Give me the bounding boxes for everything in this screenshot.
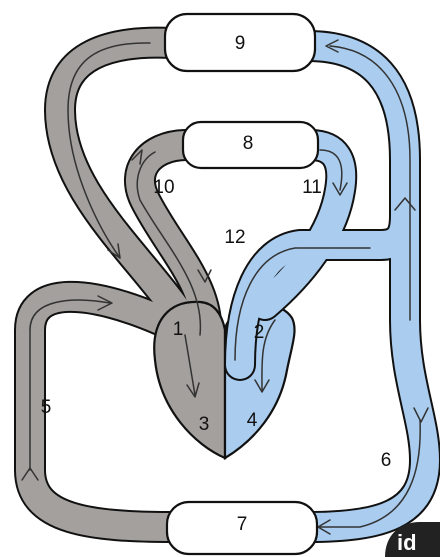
svg-text:id: id (397, 530, 417, 555)
label-1: 1 (173, 319, 184, 340)
label-11: 11 (302, 177, 322, 198)
label-4: 4 (247, 410, 258, 431)
label-9: 9 (235, 33, 246, 54)
label-3: 3 (199, 414, 210, 435)
label-6: 6 (381, 450, 392, 471)
label-2: 2 (254, 322, 265, 343)
label-8: 8 (243, 133, 254, 154)
heart-right-side (154, 302, 225, 458)
label-7: 7 (237, 514, 248, 535)
label-5: 5 (41, 397, 52, 418)
blue-vessel-group (240, 46, 425, 527)
label-10: 10 (153, 177, 174, 198)
label-12: 12 (224, 227, 245, 248)
grey-vessel-group (30, 43, 206, 527)
